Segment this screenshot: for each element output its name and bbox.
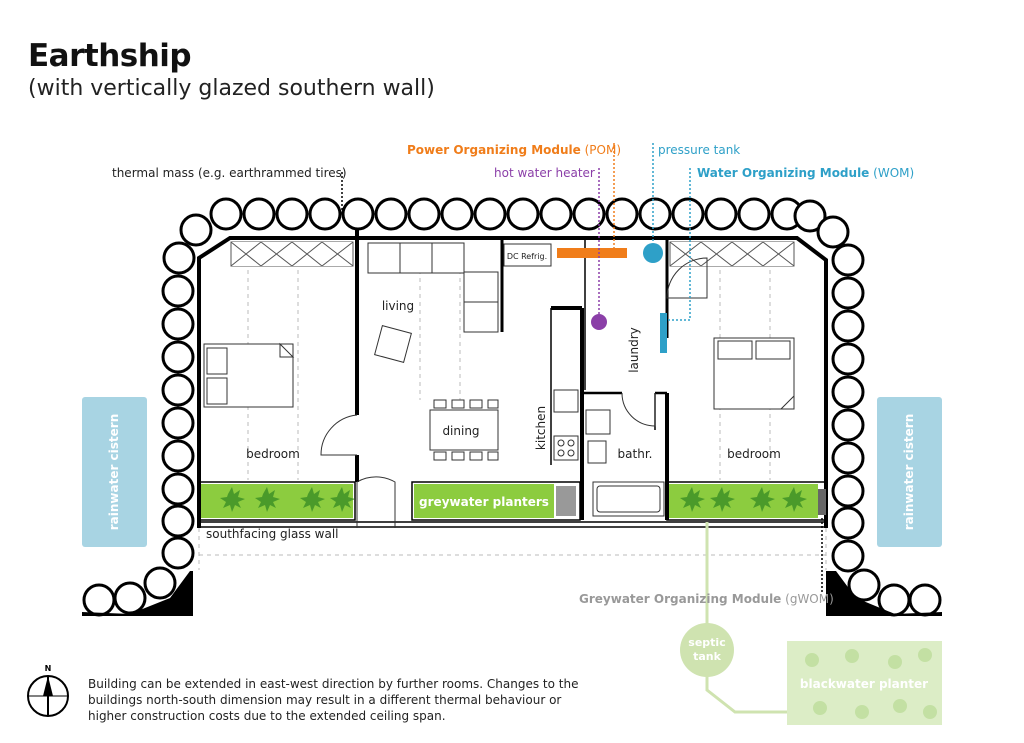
sofa <box>367 242 465 274</box>
hot-water-heater-label: hot water heater <box>494 166 595 180</box>
north-skylight-west <box>230 241 354 267</box>
dining-table <box>429 409 499 451</box>
blackwater-planter-label: blackwater planter <box>800 677 928 691</box>
gwom-label: Greywater Organizing Module (gWOM) <box>579 592 834 606</box>
septic-label-1: septic <box>688 636 725 649</box>
rainwater-cistern-west <box>82 397 147 547</box>
bedroom-west-label: bedroom <box>246 447 300 461</box>
gwom-pipes <box>705 522 790 714</box>
extension-note: Building can be extended in east-west di… <box>88 677 579 723</box>
thermal-mass-label: thermal mass (e.g. earthrammed tires) <box>112 166 347 180</box>
doors <box>320 257 708 528</box>
wom-label: Water Organizing Module (WOM) <box>697 166 914 180</box>
hot-water-heater <box>591 314 607 330</box>
pressure-tank-label: pressure tank <box>658 143 740 157</box>
compass-n-label: N <box>45 664 52 673</box>
dc-refrigerator <box>503 243 552 267</box>
living-label: living <box>382 299 414 313</box>
laundry-label: laundry <box>627 327 641 373</box>
water-organizing-module <box>660 313 667 353</box>
pom-label: Power Organizing Module (POM) <box>407 143 621 157</box>
furniture <box>203 242 795 517</box>
plant-shrubs <box>220 487 807 512</box>
compass-icon: N <box>27 664 69 717</box>
armchair-rotated <box>374 325 412 363</box>
leader-lines <box>341 143 823 594</box>
septic-label-2: tank <box>693 650 722 663</box>
page-title: Earthship <box>28 38 192 74</box>
glass-wall-label: southfacing glass wall <box>206 527 339 541</box>
rainwater-cistern-west-label: rainwater cistern <box>107 414 121 531</box>
bedroom-east-label: bedroom <box>727 447 781 461</box>
dashed-grid <box>198 270 827 570</box>
bathroom-label: bathr. <box>618 447 653 461</box>
interior-walls <box>197 230 828 528</box>
rainwater-cistern-east <box>877 397 942 547</box>
rainwater-cistern-east-label: rainwater cistern <box>902 414 916 531</box>
dc-refrig-label: DC Refrig. <box>507 252 547 261</box>
power-organizing-module <box>557 248 627 258</box>
kitchen-label: kitchen <box>534 406 548 450</box>
greywater-planters-label: greywater planters <box>419 495 549 509</box>
dining-label: dining <box>442 424 479 438</box>
blackwater-shrubs <box>805 648 937 719</box>
pressure-tank <box>643 243 663 263</box>
page-subtitle: (with vertically glazed southern wall) <box>28 76 435 101</box>
wall-fill <box>82 571 942 616</box>
septic-tank <box>680 623 734 677</box>
